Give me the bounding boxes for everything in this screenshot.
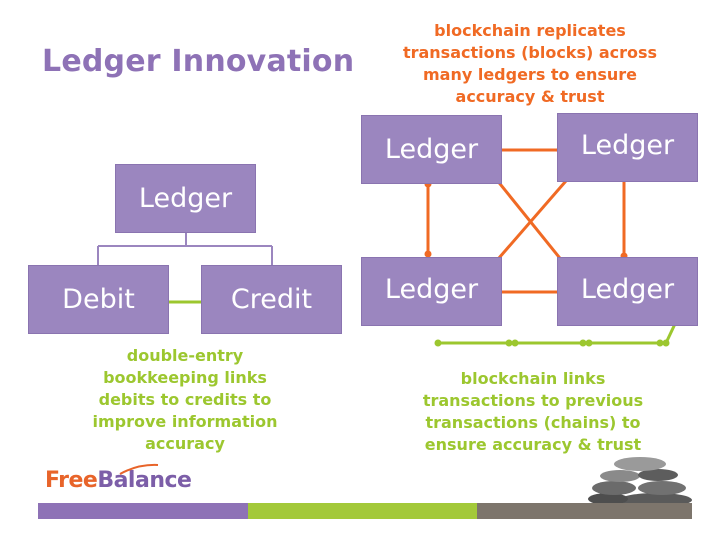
logo-part-balance: Balance — [97, 468, 192, 493]
footer-bar-green — [248, 503, 477, 519]
blockchain-chain-note: blockchain links transactions to previou… — [422, 369, 644, 454]
footer-bar-purple — [38, 503, 248, 519]
credit-box: Credit — [201, 265, 342, 334]
hierarchy-connector — [97, 233, 273, 265]
ledger-box-bottom-right: Ledger — [557, 257, 698, 326]
ledger-box-label: Ledger — [384, 274, 479, 305]
debit-box-label: Debit — [62, 284, 135, 315]
ledger-box-label: Ledger — [580, 274, 675, 305]
ledger-box-top-right: Ledger — [557, 113, 698, 182]
ledger-box-bottom-left: Ledger — [361, 257, 502, 326]
footer-bar-gray — [477, 503, 692, 519]
credit-box-label: Credit — [230, 284, 313, 315]
ledger-box-label: Ledger — [384, 134, 479, 165]
freebalance-logo: FreeBalance — [45, 468, 192, 493]
ledger-box-label: Ledger — [580, 130, 675, 161]
ledger-box-top-left: Ledger — [361, 115, 502, 184]
blockchain-replication-note: blockchain replicates transactions (bloc… — [402, 21, 658, 106]
stacked-stones-icon — [588, 457, 692, 506]
ledger-box-label: Ledger — [138, 183, 233, 214]
page-title: Ledger Innovation — [42, 44, 355, 79]
double-entry-note: double-entry bookkeeping links debits to… — [92, 346, 278, 453]
ledger-box-top: Ledger — [115, 164, 256, 233]
debit-box: Debit — [28, 265, 169, 334]
logo-part-free: Free — [45, 468, 98, 493]
logo-swoosh-icon — [119, 463, 159, 475]
